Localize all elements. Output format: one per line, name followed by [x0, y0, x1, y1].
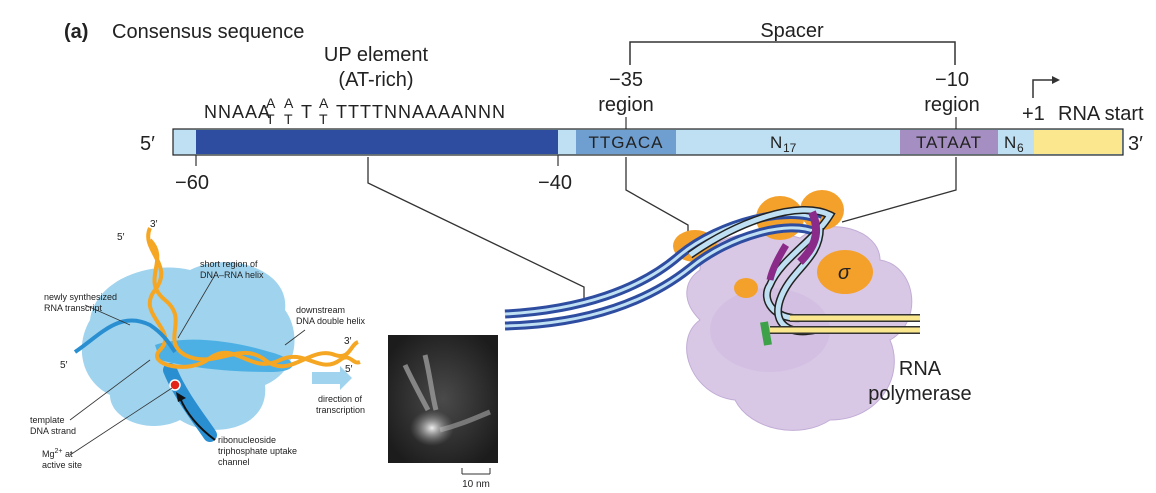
template-pointer: [69, 359, 151, 421]
n17-base: N: [770, 133, 782, 152]
n17-sub: 17: [783, 141, 797, 155]
minus35-number: −35: [609, 69, 643, 91]
spacer-bracket: [629, 41, 956, 65]
label-five-prime-left: 5′: [60, 360, 68, 371]
up-seq-stack-2-top: A: [284, 95, 294, 111]
template-strand: [148, 238, 360, 369]
spacer-label: Spacer: [760, 20, 824, 42]
n6-base: N: [1004, 133, 1016, 152]
sigma-symbol: σ: [838, 262, 851, 284]
three-prime-end: 3′: [1128, 133, 1143, 155]
minus10-sequence: TATAAT: [916, 133, 982, 152]
micrograph-scale-label: 10 nm: [462, 479, 490, 490]
minus40-label: −40: [538, 172, 572, 194]
up-seq-stack-4-bottom: T: [319, 111, 328, 127]
polymerase-label-1: RNA: [899, 358, 942, 380]
polymerase-label-2: polymerase: [868, 383, 971, 405]
label-rntp-2: triphosphate uptake: [218, 446, 297, 456]
micrograph-dna-strand-2: [422, 354, 439, 411]
minus10-number: −10: [935, 69, 969, 91]
label-mg: Mg2+ at: [42, 448, 73, 459]
rna-start-arrow: [1032, 79, 1052, 98]
minus35-word: region: [598, 94, 654, 116]
label-mg-1: Mg: [42, 449, 55, 459]
plus1-label: +1: [1022, 103, 1045, 125]
rna-start-segment: [1034, 130, 1122, 154]
up-seq-stack-2-bottom: T: [284, 111, 293, 127]
label-short-region-1: short region of: [200, 259, 258, 269]
short-region-pointer: [177, 274, 216, 339]
rna-transcript: [73, 318, 177, 354]
n6-sub: 6: [1017, 141, 1024, 155]
micrograph-image: [388, 335, 498, 463]
up-seq-stack-4-top: A: [319, 95, 329, 111]
micrograph: [388, 335, 498, 475]
label-mg-sup: 2+: [55, 448, 63, 455]
rna-start-label: RNA start: [1058, 103, 1144, 125]
up-seq-stack-1-bottom: T: [266, 111, 275, 127]
newly-pointer: [84, 304, 131, 326]
panel-title: Consensus sequence: [112, 21, 304, 43]
up-element-label: UP element: [324, 44, 429, 66]
up-connector-line: [367, 157, 585, 305]
label-three-prime-right: 3′: [344, 336, 352, 347]
minus60-label: −60: [175, 172, 209, 194]
transcription-diagram: [69, 227, 361, 456]
label-downstream-1: downstream: [296, 305, 345, 315]
up-seq-lead: NNAAA: [204, 102, 271, 122]
minus35-connector-line: [625, 157, 689, 240]
label-newly-2: RNA transcript: [44, 303, 103, 313]
minus10-word: region: [924, 94, 980, 116]
nontemplate-strand: [146, 227, 361, 369]
up-seq-stack-1-top: A: [266, 95, 276, 111]
label-three-prime-top: 3′: [150, 219, 158, 230]
micrograph-dna-strand-1: [402, 363, 431, 412]
label-five-prime-right: 5′: [345, 364, 353, 375]
rna-start-green: [760, 321, 772, 346]
label-direction-2: transcription: [316, 405, 365, 415]
label-template-2: DNA strand: [30, 426, 76, 436]
minus35-sequence: TTGACA: [589, 133, 664, 152]
label-short-region-2: DNA–RNA helix: [200, 270, 264, 280]
up-seq-stack-3-top: T: [301, 102, 313, 122]
rntp-pointer: [179, 397, 216, 441]
panel-letter: (a): [64, 21, 88, 43]
five-prime-end: 5′: [140, 133, 155, 155]
up-sequence: NNAAA A T A T T A T TTTTNNAAAANNN: [204, 95, 506, 127]
up-element-segment: [196, 130, 558, 154]
minus10-band: [797, 210, 821, 265]
direction-arrow: [312, 366, 352, 390]
minus35-box: [576, 130, 676, 154]
sigma-domain-5: [734, 278, 758, 298]
label-template-1: template: [30, 415, 65, 425]
minus10-band-2: [766, 243, 789, 281]
minus10-connector-line: [841, 157, 957, 223]
mg-pointer: [69, 387, 173, 456]
mg-active-site: [169, 379, 181, 391]
label-rntp-1: ribonucleoside: [218, 435, 276, 445]
up-seq-tail: TTTTNNAAAANNN: [336, 102, 506, 122]
rntp-arrowhead: [176, 392, 186, 402]
uptake-channel: [163, 363, 217, 442]
label-newly-1: newly synthesized: [44, 292, 117, 302]
micrograph-polymerase: [410, 410, 454, 446]
up-element-subtitle: (AT-rich): [338, 69, 413, 91]
label-downstream-2: DNA double helix: [296, 316, 366, 326]
label-direction-1: direction of: [318, 394, 363, 404]
dna-strand-inner-highlight: [504, 226, 816, 328]
label-mg-3: active site: [42, 460, 82, 470]
polymerase-holoenzyme: σ: [504, 190, 920, 431]
minus10-box: [900, 130, 998, 154]
sigma-domain-4: [817, 250, 873, 294]
label-rntp-3: channel: [218, 457, 250, 467]
rna-start-arrowhead: [1052, 76, 1060, 84]
label-mg-2: at: [63, 449, 74, 459]
label-five-prime-top: 5′: [117, 232, 125, 243]
downstream-pointer: [284, 329, 306, 346]
